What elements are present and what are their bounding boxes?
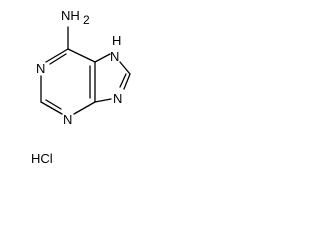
bond-n7-c8 [119, 61, 131, 75]
salt-label: HCl [31, 151, 53, 166]
ring-nitrogen-n1: N [36, 61, 45, 76]
amine-subscript: 2 [83, 13, 90, 27]
bond-c6-n1-inner [49, 53, 67, 65]
bond-c5-c6 [67, 48, 96, 63]
bond-c2-n3 [40, 101, 63, 115]
bonds [40, 26, 131, 115]
bond-n9-c4 [94, 98, 112, 103]
adenine-hydrochloride-structure: NH 2 N N H N N HCl [31, 8, 131, 166]
bond-c8-n9-inner [119, 73, 127, 88]
bond-c2-n3-inner [45, 99, 62, 110]
bond-c6-n1 [45, 48, 69, 63]
imidazole-n-nitrogen: N [113, 91, 122, 106]
bond-c5-n7 [94, 53, 111, 63]
bond-c8-n9 [123, 73, 131, 90]
imidazole-nh-nitrogen: N [110, 49, 119, 64]
imidazole-nh-hydrogen: H [112, 33, 121, 48]
bond-n3-c4 [73, 101, 96, 115]
amine-label: NH [61, 8, 80, 23]
ring-nitrogen-n3: N [63, 112, 72, 127]
